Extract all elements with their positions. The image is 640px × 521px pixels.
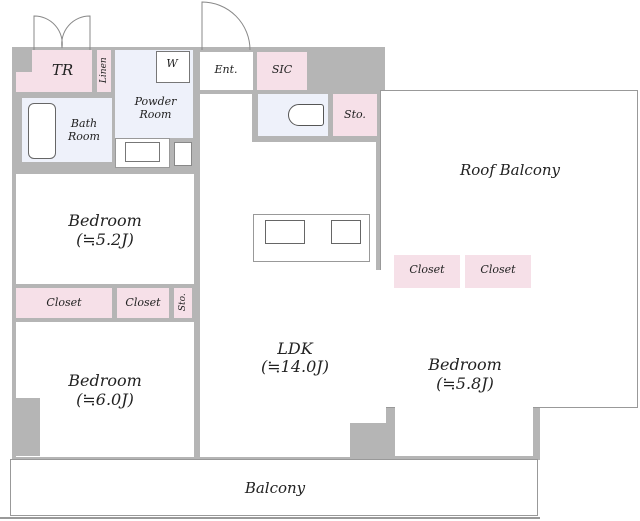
storage-mid [174,288,192,318]
storage-top-label: Sto. [344,108,366,121]
tr-door-icon [33,15,91,50]
storage-top [333,94,377,136]
bedroom-2-column [14,398,40,456]
ldk-area: (≒14.0J) [261,357,329,376]
trunk-room [32,50,92,92]
roof-balcony-label: Roof Balcony [459,161,560,179]
bedroom-1 [16,174,194,284]
closet-2 [117,288,169,318]
closet-3 [394,255,460,288]
entrance-door-icon [201,1,251,51]
kitchen-sink-icon [265,220,305,244]
powder-room-label-2: Room [139,108,172,121]
bath-room-label-2: Room [68,130,100,143]
washer-label: W [166,57,178,70]
linen-label: Linen [98,57,109,84]
balcony [10,459,538,516]
closet-2-label: Closet [125,296,161,309]
balcony-label: Balcony [244,479,306,497]
closet-1-label: Closet [46,296,82,309]
storage-mid-label: Sto. [177,293,188,312]
tr-label: TR [51,61,74,79]
toilet-icon [288,104,324,126]
bedroom-3 [395,292,533,456]
closet-4 [465,255,531,288]
bathtub-icon [28,103,56,159]
closet-4-label: Closet [480,263,516,276]
bath-room-label-1: Bath [70,117,98,130]
ldk-corner-column [350,423,390,457]
bedroom-3-area: (≒5.8J) [436,374,494,393]
vanity-basin [125,142,160,162]
balcony-edge [0,517,540,519]
bedroom-3-label: Bedroom [428,355,502,374]
washer-box [156,51,190,83]
bedroom-2-label: Bedroom [68,371,142,390]
closet-3-label: Closet [409,263,445,276]
powder-room-label-1: Powder [134,95,177,108]
shaft [174,142,192,166]
shoe-in-closet [257,52,307,90]
bedroom-1-area: (≒5.2J) [76,230,134,249]
cooktop-icon [331,220,361,244]
sic-label: SIC [271,63,293,76]
closet-1 [16,288,112,318]
trunk-room-ext [16,72,36,92]
linen-closet [97,50,111,92]
entrance-label: Ent. [214,63,238,76]
bedroom-1-label: Bedroom [68,211,142,230]
entrance [200,52,253,90]
ldk-label: LDK [277,339,313,358]
bedroom-2-area: (≒6.0J) [76,390,134,409]
bedroom-2 [16,322,194,457]
